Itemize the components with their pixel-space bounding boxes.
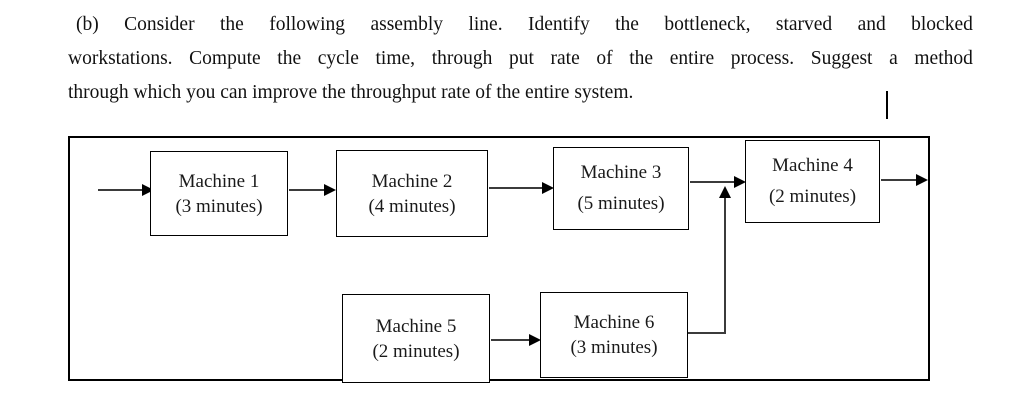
word: time, [375, 48, 416, 69]
word: bottleneck, [664, 14, 751, 35]
machine-name: Machine 1 [178, 170, 260, 192]
machine-cycle-time: (4 minutes) [368, 195, 456, 217]
assembly-line-diagram: Machine 1 (3 minutes) Machine 2 (4 minut… [68, 136, 930, 383]
question-text-block: (b) Consider the following assembly line… [68, 8, 973, 110]
word: Identify [527, 14, 590, 35]
question-line-2: workstations. Compute the cycle time, th… [68, 42, 973, 76]
word: entire [669, 48, 715, 69]
word: (b) [76, 14, 99, 35]
text-cursor-icon [886, 91, 888, 119]
word: the [629, 48, 654, 69]
word: put [508, 48, 534, 69]
word: workstations. [68, 48, 173, 69]
machine-name: Machine 5 [375, 315, 457, 337]
word: Suggest [810, 48, 873, 69]
question-line-1: (b) Consider the following assembly line… [68, 8, 973, 42]
word: cycle [317, 48, 359, 69]
word: following [269, 14, 346, 35]
word: method [914, 48, 973, 69]
machine-box-machine-6[interactable]: Machine 6 (3 minutes) [540, 292, 688, 378]
machine-name: Machine 3 [580, 162, 662, 183]
word: and [857, 14, 886, 35]
word: of [596, 48, 613, 69]
word: assembly [370, 14, 444, 35]
word: Compute [189, 48, 261, 69]
word: blocked [911, 14, 973, 35]
word: rate [550, 48, 580, 69]
machine-name: Machine 4 [772, 155, 853, 176]
machine-box-machine-4[interactable]: Machine 4 (2 minutes) [745, 140, 880, 223]
word: the [219, 14, 244, 35]
machine-cycle-time: (2 minutes) [768, 186, 857, 207]
word: the [277, 48, 302, 69]
word: a [889, 48, 898, 69]
word: Consider [124, 14, 195, 35]
machine-box-machine-2[interactable]: Machine 2 (4 minutes) [336, 150, 488, 237]
machine-box-machine-3[interactable]: Machine 3 (5 minutes) [553, 147, 689, 230]
machine-name: Machine 6 [573, 312, 655, 333]
word: process. [730, 48, 795, 69]
question-line-3: through which you can improve the throug… [68, 82, 634, 103]
machine-cycle-time: (3 minutes) [570, 337, 658, 358]
machine-box-machine-1[interactable]: Machine 1 (3 minutes) [150, 151, 288, 236]
word: through [431, 48, 493, 69]
machine-cycle-time: (2 minutes) [372, 340, 460, 362]
machine-cycle-time: (3 minutes) [175, 195, 263, 217]
machine-cycle-time: (5 minutes) [577, 193, 665, 214]
word: the [615, 14, 639, 35]
word: starved [775, 14, 833, 35]
word: line. [468, 14, 503, 35]
machine-box-machine-5[interactable]: Machine 5 (2 minutes) [342, 294, 490, 383]
machine-name: Machine 2 [371, 170, 453, 192]
